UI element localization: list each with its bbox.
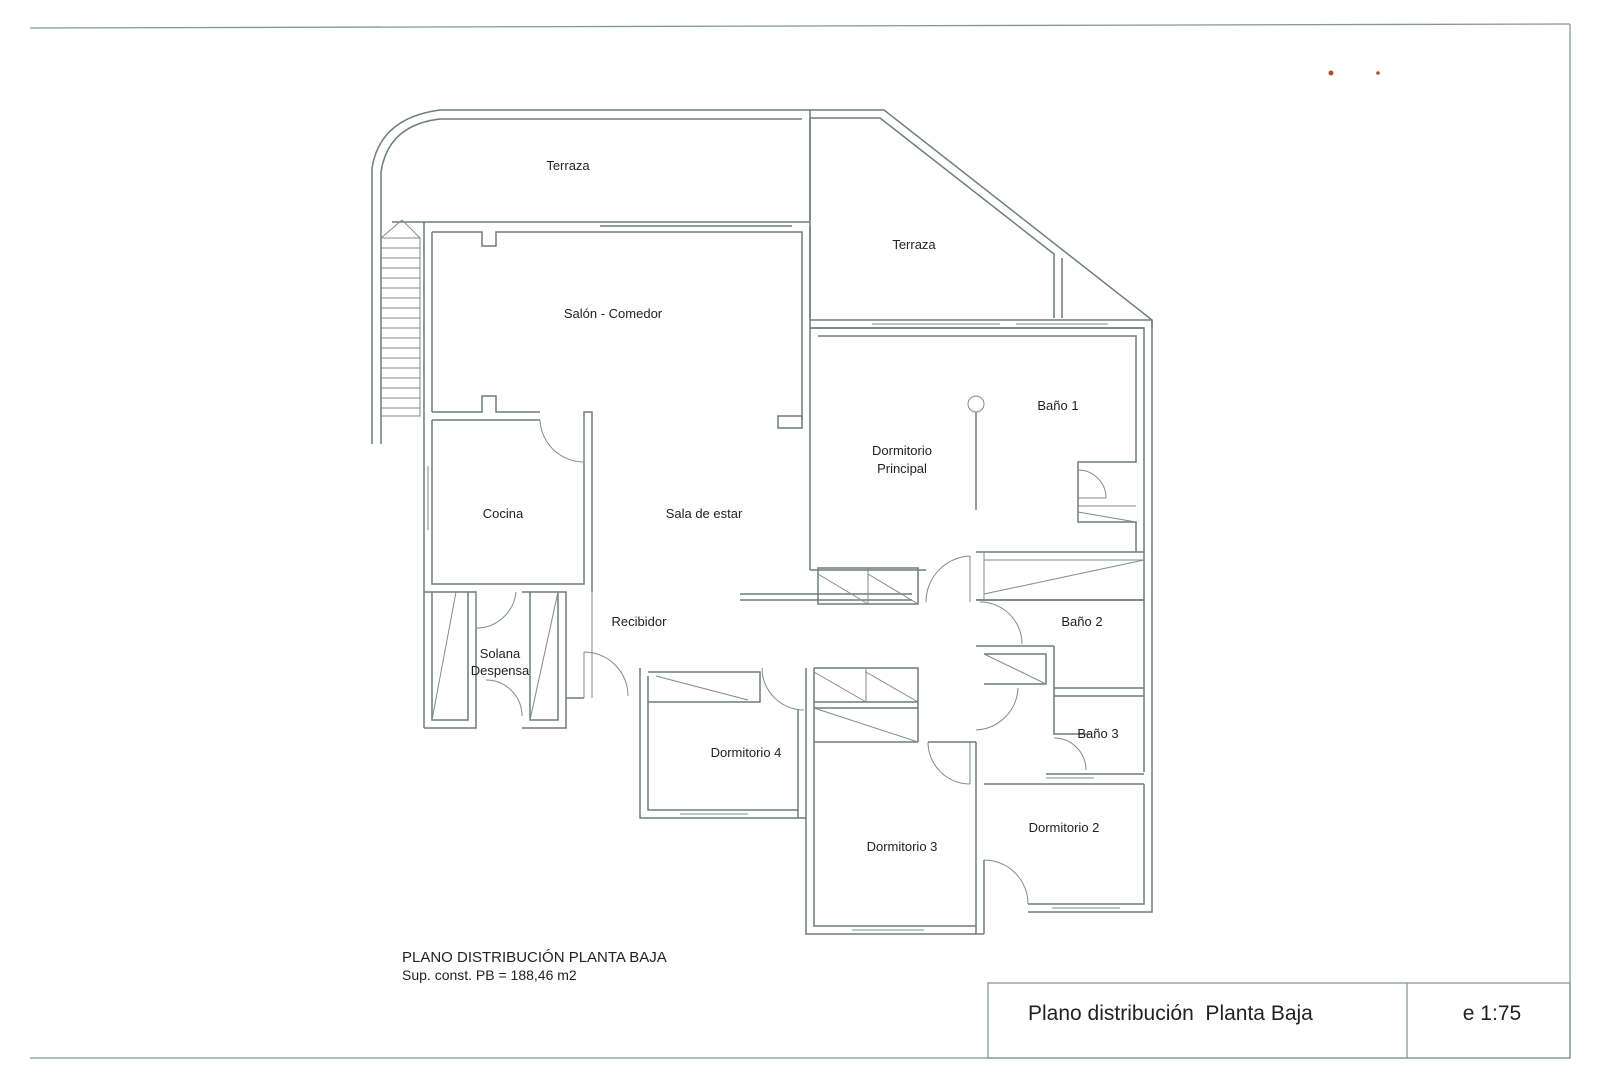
label-terraza-north: Terraza: [546, 158, 590, 173]
label-dormitorio-4: Dormitorio 4: [711, 745, 782, 760]
solana-despensa: [424, 591, 593, 729]
label-bano-3: Baño 3: [1077, 726, 1118, 741]
sheet-frame: [29, 23, 1571, 1059]
bedroom-4: [639, 667, 806, 819]
master-bedroom: [810, 327, 1145, 605]
floor-plan: [371, 109, 1153, 935]
terrace-east: [809, 109, 1153, 329]
label-solana: Solana: [480, 646, 521, 661]
label-bano-2: Baño 2: [1061, 614, 1102, 629]
bath-2: [976, 599, 1145, 689]
ink-marks: [1328, 70, 1380, 76]
label-terraza-east: Terraza: [892, 237, 936, 252]
stairs: [380, 219, 421, 417]
label-recibidor: Recibidor: [612, 614, 668, 629]
terrace-north: [371, 109, 811, 444]
label-dormitorio-2: Dormitorio 2: [1029, 820, 1100, 835]
label-dormitorio-principal-1: Dormitorio: [872, 443, 932, 458]
label-sala-de-estar: Sala de estar: [666, 506, 743, 521]
label-cocina: Cocina: [483, 506, 524, 521]
main-walls: [423, 222, 811, 728]
label-dormitorio-principal-2: Principal: [877, 461, 927, 476]
kitchen: [427, 411, 593, 592]
room-labels: Terraza Terraza Salón - Comedor Dormitor…: [471, 158, 1119, 854]
title-block: Plano distribución Planta Baja e 1:75: [987, 982, 1571, 1059]
label-bano-1: Baño 1: [1037, 398, 1078, 413]
label-dormitorio-3: Dormitorio 3: [867, 839, 938, 854]
caption-title: PLANO DISTRIBUCIÓN PLANTA BAJA: [402, 949, 667, 966]
bedroom-2: [975, 320, 1153, 934]
bedroom-3: [805, 667, 984, 935]
bath-3: [1046, 688, 1145, 779]
plan-caption: PLANO DISTRIBUCIÓN PLANTA BAJA Sup. cons…: [402, 949, 667, 983]
caption-area: Sup. const. PB = 188,46 m2: [402, 967, 577, 983]
label-salon-comedor: Salón - Comedor: [564, 306, 663, 321]
hall-walls: [583, 593, 912, 698]
title-block-scale: e 1:75: [1463, 1002, 1521, 1025]
label-despensa: Despensa: [471, 663, 530, 678]
title-block-name: Plano distribución Planta Baja: [1028, 1002, 1313, 1025]
bath-1-tub: [976, 551, 1145, 601]
